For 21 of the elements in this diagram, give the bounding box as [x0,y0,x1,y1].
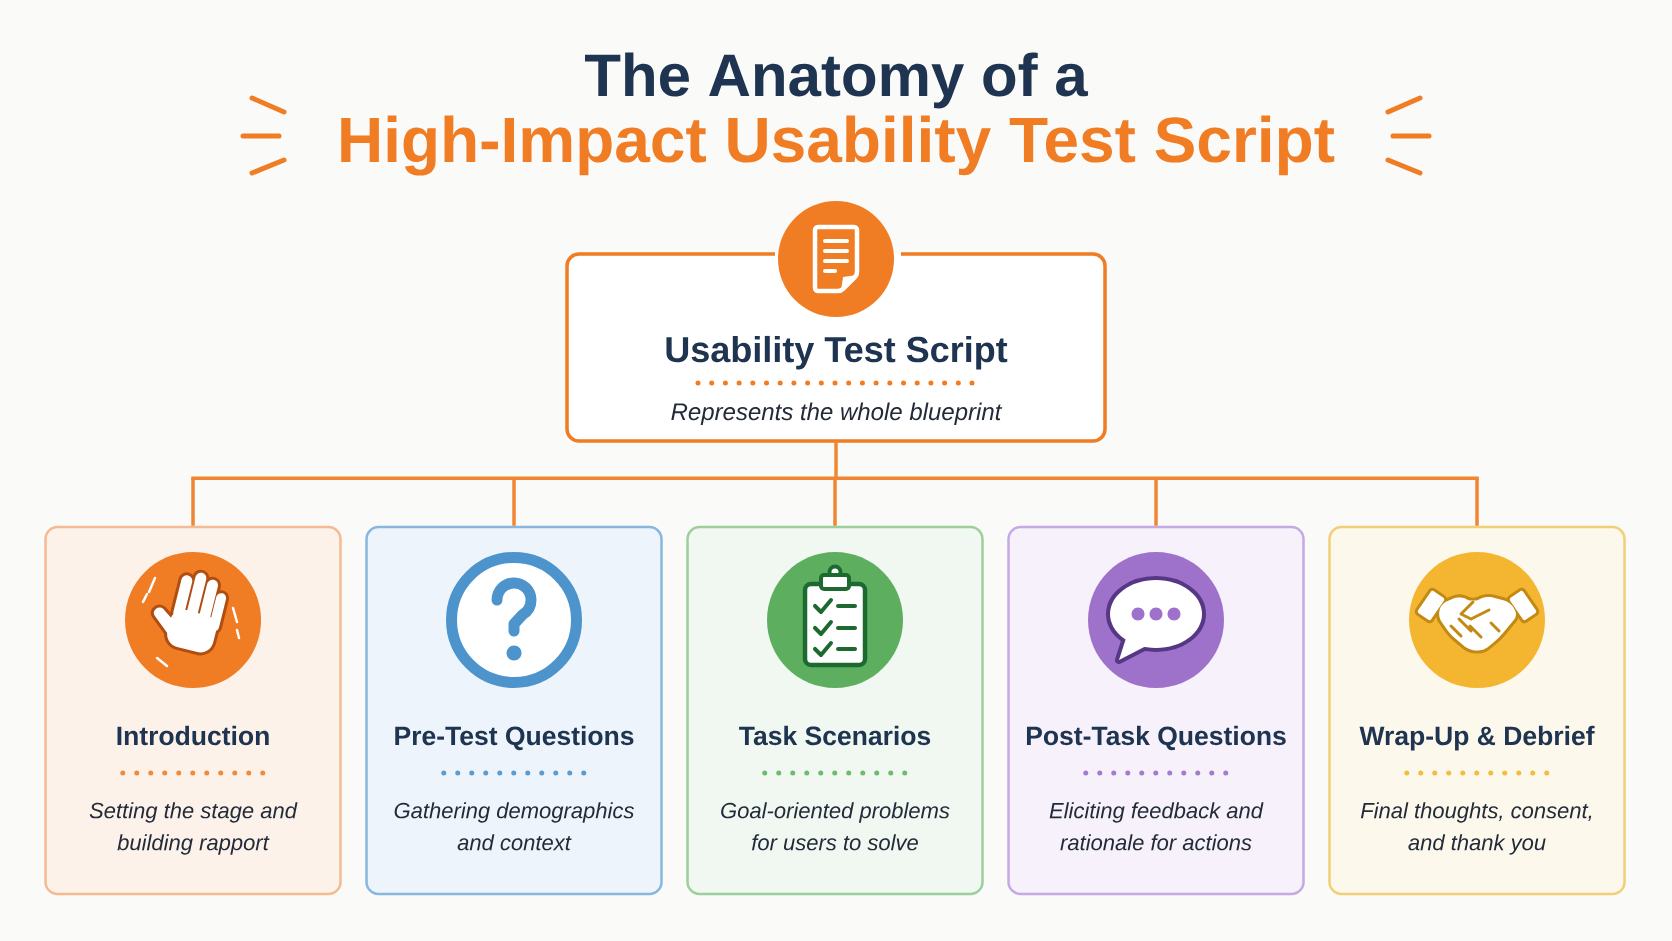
connector-line [1475,478,1479,526]
connector-line [191,478,195,526]
card-text: Setting the stage and building rapport [89,802,298,855]
connector-line [512,478,516,526]
box-subtitle: Represents the whole blueprint [671,402,1003,425]
card-title: Post-Task Questions [1026,725,1286,751]
connector-line [833,478,837,526]
root-box [565,252,1107,443]
connector-line [191,441,1479,480]
box-title: Usability Test Script [666,335,1008,370]
card-text: Gathering demographics and context [394,802,634,851]
title: High-Impact Usability Test Script [341,115,1335,176]
card-title: Wrap-Up & Debrief [1359,725,1595,751]
card-text: Goal-oriented problems for users to solve [721,802,950,851]
title: The Anatomy of a [585,52,1089,109]
card-text: Eliciting feedback and rationale for actions [1049,802,1264,851]
card-text: Final thoughts, consent, and thank you [1360,802,1592,855]
card-title: Pre-Test Questions [395,725,634,751]
card-title: Introduction [117,725,269,746]
connector-line [1154,478,1158,526]
card-title: Task Scenarios [739,725,931,746]
